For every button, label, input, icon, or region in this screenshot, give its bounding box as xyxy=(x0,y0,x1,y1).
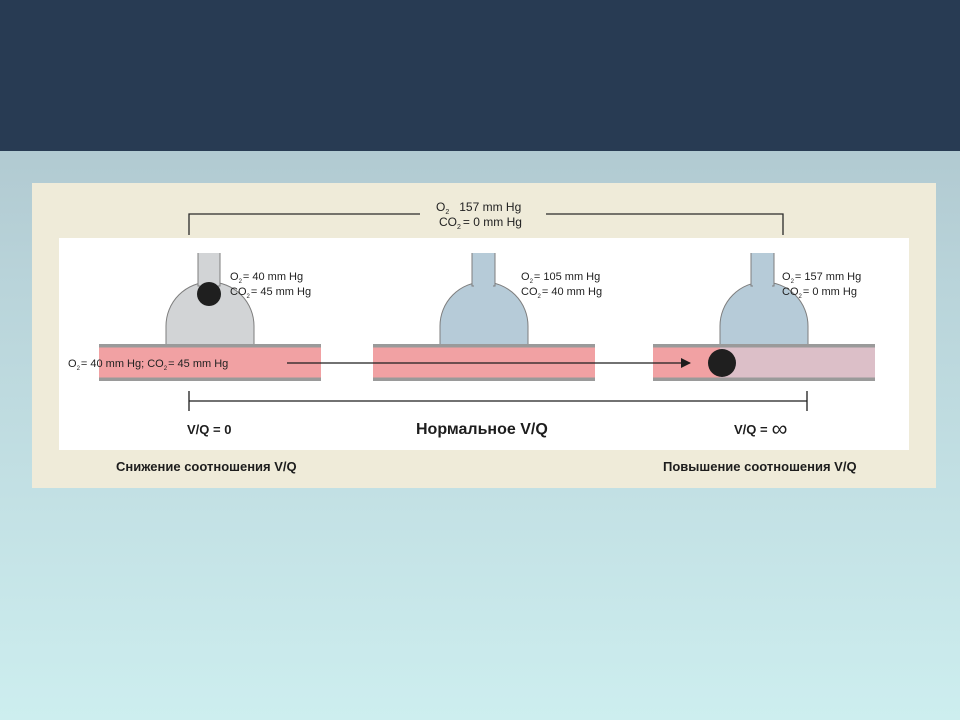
right-alveolus-co2-label: CO2= 0 mm Hg xyxy=(782,286,857,300)
right-unit xyxy=(653,253,875,381)
title-band xyxy=(0,0,960,151)
middle-alveolus-co2-label: CO2= 40 mm Hg xyxy=(521,286,602,300)
middle-capillary-wall-top xyxy=(373,344,595,348)
left-alveolus-co2-label: CO2= 45 mm Hg xyxy=(230,286,311,300)
vq-infinity-label: V/Q =∞ xyxy=(734,416,787,441)
middle-airway-joint xyxy=(474,283,493,291)
right-capillary-blocked xyxy=(720,347,875,378)
airway-obstruction xyxy=(197,282,221,306)
capillary-obstruction xyxy=(708,349,736,377)
left-alveolus-o2-label: O2= 40 mm Hg xyxy=(230,271,303,285)
right-airway xyxy=(750,253,775,287)
middle-alveolus-o2-label: O2= 105 mm Hg xyxy=(521,271,600,285)
vq-normal-label: Нормальное V/Q xyxy=(416,421,548,438)
left-airway xyxy=(197,253,221,287)
right-airway-joint xyxy=(753,283,772,291)
left-capillary-wall-bottom xyxy=(99,377,321,381)
right-capillary-wall-bottom xyxy=(653,377,875,381)
right-capillary-wall-top xyxy=(653,344,875,348)
inspired-co2-label: CO2= 0 mm Hg xyxy=(439,215,522,231)
vq-scale-line xyxy=(188,391,808,411)
inspired-air-bracket xyxy=(188,213,784,235)
right-alveolus-o2-label: O2= 157 mm Hg xyxy=(782,271,861,285)
middle-capillary-wall-bottom xyxy=(373,377,595,381)
left-unit xyxy=(99,253,321,381)
left-capillary xyxy=(99,347,321,378)
blood-gas-label: O2= 40 mm Hg; CO2= 45 mm Hg xyxy=(68,358,228,372)
left-capillary-wall-top xyxy=(99,344,321,348)
caption-decreased-vq: Снижение соотношения V/Q xyxy=(116,459,297,474)
caption-increased-vq: Повышение соотношения V/Q xyxy=(663,459,857,474)
middle-airway xyxy=(471,253,496,287)
vq-zero-label: V/Q = 0 xyxy=(187,422,231,437)
